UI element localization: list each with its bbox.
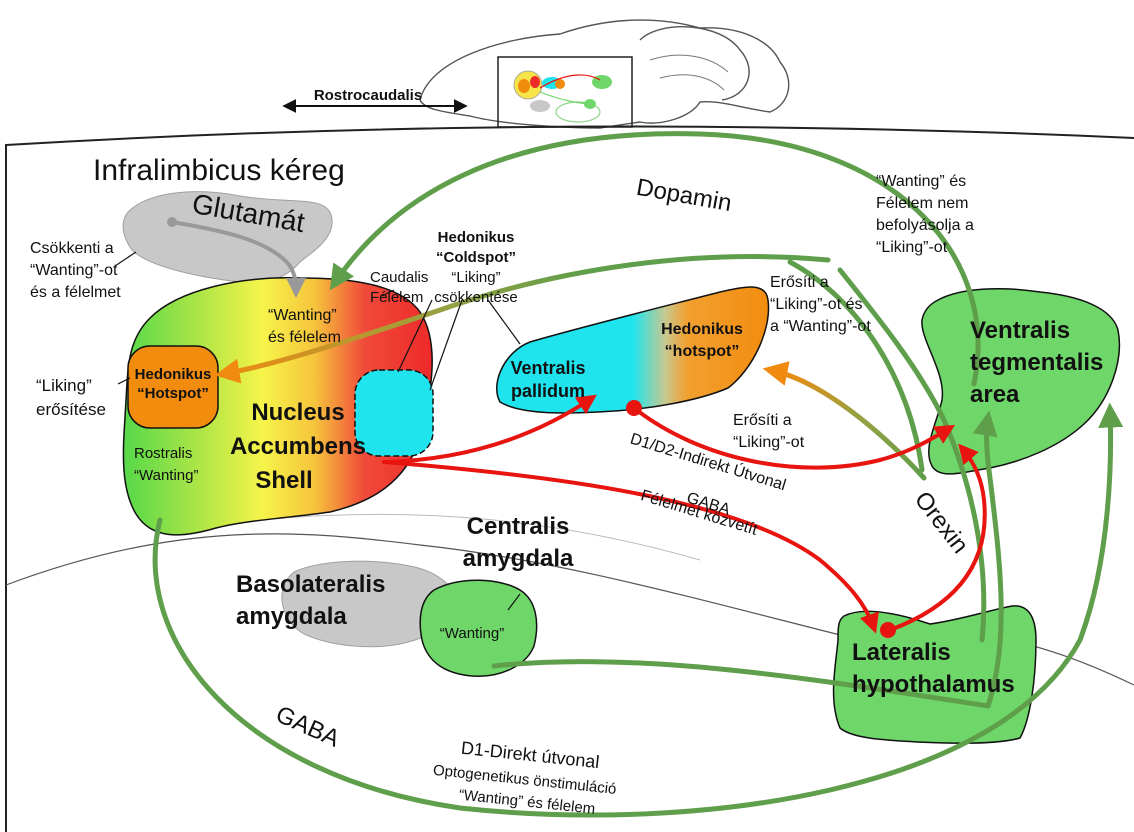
bla-title-line2: amygdala: [236, 603, 347, 630]
lh-to-vta-red-arrow: [888, 443, 987, 632]
orexin-label: Orexin: [909, 486, 974, 558]
dopamine-arrow: [329, 131, 981, 387]
infralimbic-cortex-region: [122, 191, 333, 284]
cea-title-line2: amygdala: [463, 545, 574, 572]
vp-hotspot-line2: “hotspot”: [665, 343, 740, 360]
infralimbic-title: Infralimbicus kéreg: [93, 154, 345, 187]
gaba-label: GABA: [272, 701, 344, 753]
orexin-arrow: [762, 361, 927, 481]
green-pathways: [152, 131, 1124, 818]
not-affect-line3: befolyásolja a: [876, 217, 974, 234]
nacc-title-line1: Nucleus: [251, 399, 344, 426]
cea-to-lh-arrow: [491, 659, 991, 709]
cea-inner-label: “Wanting”: [440, 625, 504, 642]
vta-descending-arrow: [787, 259, 925, 473]
lh-to-vta-arrow: [972, 410, 1004, 709]
lateral-hypothalamus-region: [832, 605, 1037, 744]
nacc-wanting-fear-line2: és félelem: [268, 329, 341, 346]
reduces-line1: Csökkenti a: [30, 240, 114, 257]
enhance-both-line3: a “Wanting”-ot: [770, 318, 871, 335]
vta-region: [921, 287, 1121, 475]
red-pathways: [382, 394, 987, 634]
nacc-hotspot-region: [127, 345, 219, 429]
liking-enhance-line1: “Liking”: [36, 376, 92, 395]
glutamate-arrow: [170, 220, 306, 298]
not-affect-line1: “Wanting” és: [876, 173, 966, 190]
rat-brain-inset: Rostrocaudalis: [282, 19, 790, 129]
caudal-fear-line1: Caudalis: [370, 269, 428, 286]
rat-brain-outline: [419, 19, 790, 129]
leader-lines: [114, 251, 521, 611]
coldspot-line1: Hedonikus: [438, 229, 515, 246]
nacc-title-line2: Accumbens: [230, 433, 366, 460]
liking-enhance-line2: erősítése: [36, 400, 106, 419]
nacc-title-line3: Shell: [255, 467, 312, 494]
rostrocaudal-label: Rostrocaudalis: [314, 87, 422, 104]
nacc-rostral-line1: Rostralis: [134, 445, 192, 462]
nacc-wanting-fear-line1: “Wanting”: [268, 307, 337, 324]
nacc-hotspot-line1: Hedonikus: [135, 366, 212, 383]
nacc-rostral-line2: “Wanting”: [134, 467, 198, 484]
lh-red-origin: [880, 622, 896, 638]
nacc-coldspot-region: [354, 369, 434, 457]
dopamine-label: Dopamin: [634, 174, 733, 217]
brain-contour-upper: [259, 513, 701, 561]
lh-vta-arrow-2: [837, 267, 987, 643]
not-affect-line4: “Liking”-ot: [876, 239, 948, 256]
enhance-both-line1: Erősíti a: [770, 274, 829, 291]
vp-hotspot-line1: Hedonikus: [661, 321, 743, 338]
lh-title-line1: Lateralis: [852, 639, 951, 666]
bla-title-line1: Basolateralis: [236, 571, 385, 598]
nacc-to-lh-arrow: [382, 460, 879, 634]
vp-title-line1: Ventralis: [510, 358, 585, 378]
lh-title-line2: hypothalamus: [852, 671, 1015, 698]
ventral-pallidum-region: [496, 286, 770, 414]
nacc-to-vp-arrow: [382, 394, 597, 464]
not-affect-line2: Félelem nem: [876, 195, 968, 212]
vta-title-line3: area: [970, 381, 1020, 408]
caudal-fear-line2: Félelem: [370, 289, 423, 306]
main-frame: [5, 125, 1134, 832]
enhance-liking-line1: Erősíti a: [733, 412, 792, 429]
coldspot-line3: “Liking”: [451, 269, 500, 286]
vta-title-line2: tegmentalis: [970, 349, 1103, 376]
enhance-both-line2: “Liking”-ot és: [770, 296, 862, 313]
nacc-hotspot-line2: “Hotspot”: [137, 385, 209, 402]
vp-to-vta-arrow: [632, 406, 956, 470]
vp-red-origin: [626, 400, 642, 416]
nucleus-accumbens-shell-region: [122, 277, 433, 536]
coldspot-line2: “Coldspot”: [436, 249, 516, 266]
reduces-line2: “Wanting”-ot: [30, 262, 118, 279]
reduces-line3: és a félelmet: [30, 284, 121, 301]
enhance-liking-line2: “Liking”-ot: [733, 434, 805, 451]
cea-title-line1: Centralis: [467, 513, 570, 540]
gaba-loop-arrow: [152, 402, 1124, 818]
coldspot-line4: csökkentése: [434, 289, 517, 306]
liking-arrow-to-hotspot: [214, 254, 831, 384]
vta-title-line1: Ventralis: [970, 317, 1070, 344]
cerebellum-outline: [639, 26, 750, 101]
vp-title-line2: pallidum: [511, 381, 585, 401]
